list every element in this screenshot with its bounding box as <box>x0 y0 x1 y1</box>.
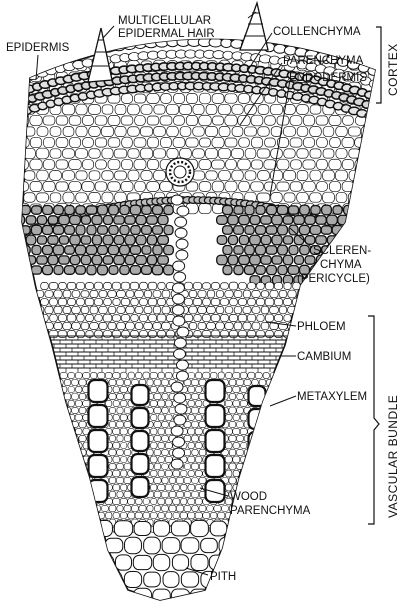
cortex-bracket <box>376 27 381 103</box>
label-metaxylem: METAXYLEM <box>297 391 367 403</box>
label-collenchyma: COLLENCHYMA <box>273 26 361 38</box>
epidermal-hair-right <box>240 3 268 50</box>
label-sclerenchyma-line3: (PERICYCLE) <box>297 273 370 285</box>
label-vascular-bundle: VASCULAR BUNDLE <box>386 395 400 518</box>
label-hair-line1: MULTICELLULAR <box>118 15 211 27</box>
leader-hair-left <box>103 26 114 38</box>
label-wood-line2: PARENCHYMA <box>230 505 311 517</box>
label-phloem: PHLOEM <box>297 321 346 333</box>
label-hair-line2: EPIDERMAL HAIR <box>118 28 215 40</box>
vascular-bundle-bracket <box>368 316 379 524</box>
label-sclerenchyma-line1: SCLEREN- <box>313 245 371 257</box>
label-sclerenchyma-line2: CHYMA <box>320 259 362 271</box>
leader-metaxylem <box>270 396 296 406</box>
label-cambium: CAMBIUM <box>297 351 351 363</box>
cortical-duct <box>166 158 194 186</box>
label-wood-line1: WOOD <box>230 491 267 503</box>
label-epidermis: EPIDERMIS <box>6 42 70 54</box>
label-parenchyma: PARENCHYMA <box>283 55 364 67</box>
label-pith: PITH <box>210 571 236 583</box>
label-cortex: CORTEX <box>386 43 400 96</box>
label-endodermis: ENDODERMIS <box>289 72 367 84</box>
